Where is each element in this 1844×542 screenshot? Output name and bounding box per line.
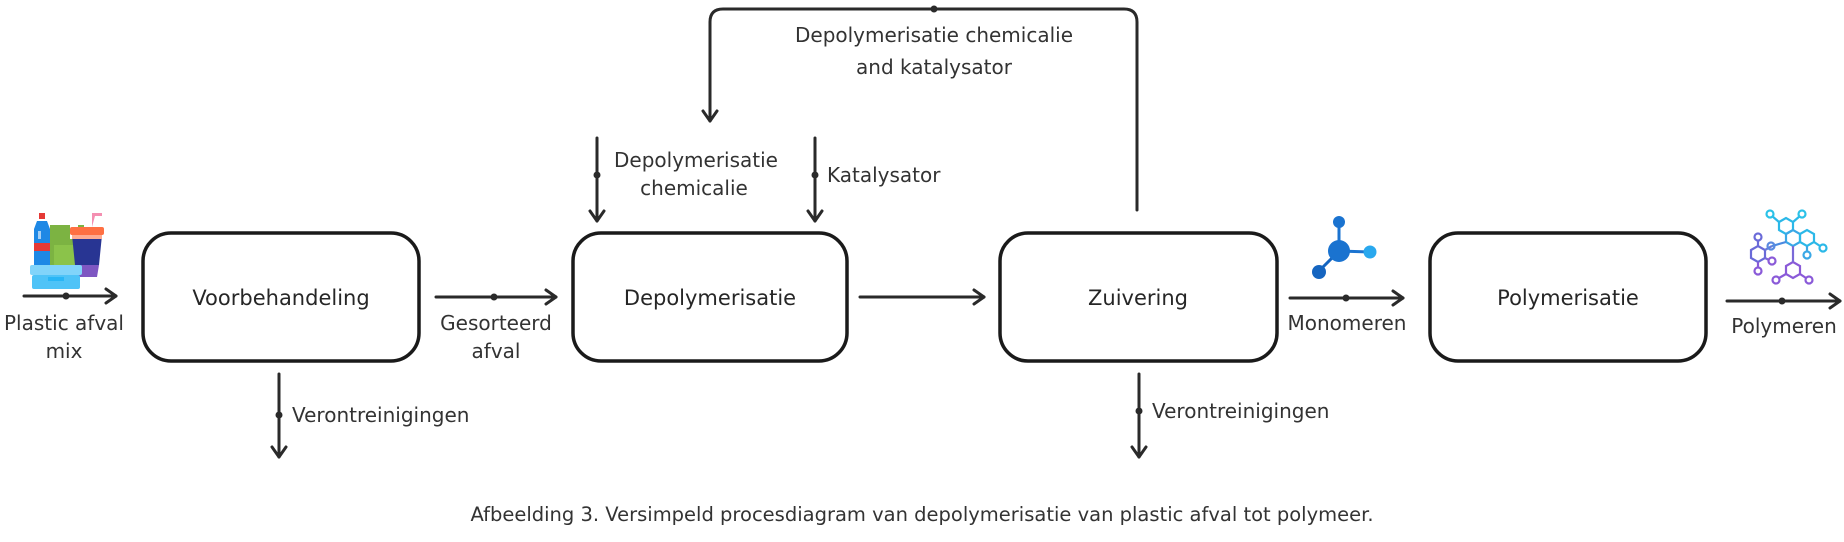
flow-dot bbox=[811, 171, 819, 179]
flow-label-line1: Depolymerisatie bbox=[614, 148, 778, 172]
flow-impurities-2: Verontreinigingen bbox=[1130, 372, 1329, 459]
flow-label-line1: Plastic afval bbox=[4, 311, 124, 335]
flow-label-line2: chemicalie bbox=[640, 176, 748, 200]
recycle-arrow-icon bbox=[701, 7, 1139, 212]
flow-recycle: Depolymerisatie chemicalie and katalysat… bbox=[701, 5, 1139, 212]
flow-label-line2: mix bbox=[46, 339, 83, 363]
box-label: Voorbehandeling bbox=[192, 286, 369, 310]
flow-dot bbox=[275, 411, 283, 419]
box-voorbehandeling: Voorbehandeling bbox=[141, 231, 421, 363]
box-label: Zuivering bbox=[1088, 286, 1188, 310]
molecule-icon bbox=[1312, 216, 1377, 279]
box-label: Polymerisatie bbox=[1497, 286, 1639, 310]
flow-dot bbox=[490, 293, 498, 301]
flow-sorted: Gesorteerd afval bbox=[434, 288, 558, 363]
flow-label: Verontreinigingen bbox=[1152, 399, 1329, 423]
flow-monomers: Monomeren bbox=[1288, 289, 1407, 335]
flow-label-line2: and katalysator bbox=[856, 55, 1013, 79]
flow-label: Katalysator bbox=[827, 163, 941, 187]
flow-label: Monomeren bbox=[1288, 311, 1407, 335]
flow-dot bbox=[930, 5, 938, 13]
flow-impurities-1: Verontreinigingen bbox=[270, 372, 469, 459]
box-zuivering: Zuivering bbox=[998, 231, 1279, 363]
flow-label: Polymeren bbox=[1731, 314, 1837, 338]
box-label: Depolymerisatie bbox=[624, 286, 796, 310]
flow-dot bbox=[1135, 407, 1143, 415]
plastic-waste-icon bbox=[30, 213, 104, 289]
flow-dot bbox=[1342, 294, 1350, 302]
flow-label: Verontreinigingen bbox=[292, 403, 469, 427]
box-polymerisatie: Polymerisatie bbox=[1428, 231, 1708, 363]
flow-input: Plastic afval mix bbox=[4, 287, 124, 363]
figure-caption: Afbeelding 3. Versimpeld procesdiagram v… bbox=[470, 503, 1373, 526]
polymer-network-icon bbox=[1749, 209, 1828, 285]
flow-dot bbox=[593, 171, 601, 179]
box-depolymerisatie: Depolymerisatie bbox=[571, 231, 849, 363]
flow-dot bbox=[1778, 297, 1786, 305]
flow-label-line1: Depolymerisatie chemicalie bbox=[795, 23, 1073, 47]
flow-label-line2: afval bbox=[472, 339, 521, 363]
flow-chemicals: Depolymerisatie chemicalie bbox=[588, 136, 778, 223]
flow-dot bbox=[62, 292, 70, 300]
flow-catalyst: Katalysator bbox=[806, 136, 941, 223]
flow-label-line1: Gesorteerd bbox=[440, 311, 552, 335]
flow-polymers: Polymeren bbox=[1725, 292, 1842, 338]
